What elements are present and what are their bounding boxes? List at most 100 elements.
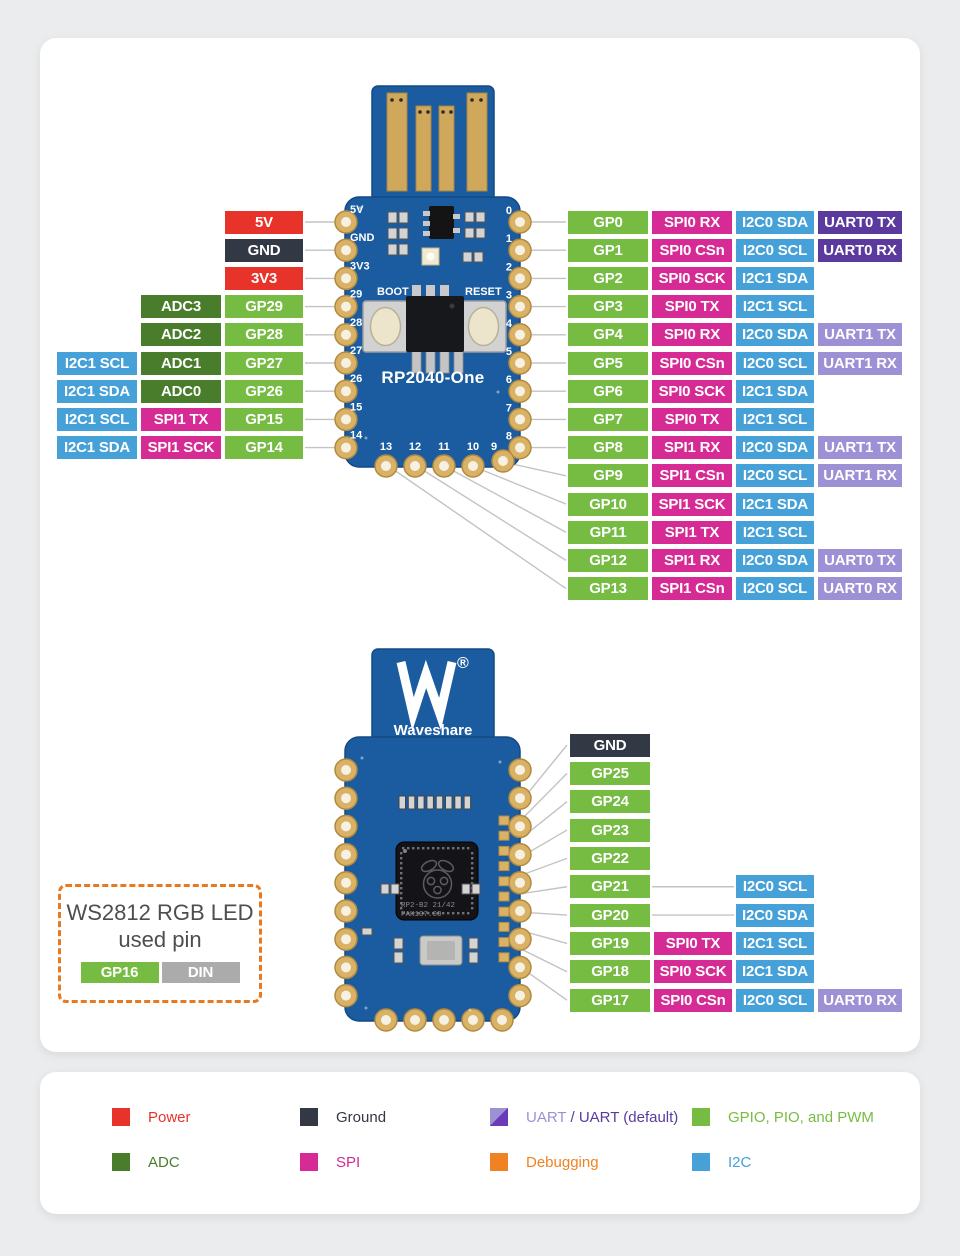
badge-spi1-sck: SPI1 SCK: [141, 436, 221, 459]
badge-gp8: GP8: [568, 436, 648, 459]
legend-swatch-gpio-pio-and-pwm: [692, 1108, 710, 1126]
badge-spi1-csn: SPI1 CSn: [652, 464, 732, 487]
badge-i2c0-sda: I2C0 SDA: [736, 211, 814, 234]
badge-gp10: GP10: [568, 493, 648, 516]
legend-label-power: Power: [148, 1109, 191, 1126]
ws2812-note-line2: used pin: [118, 927, 202, 952]
badge-i2c0-sda: I2C0 SDA: [736, 904, 814, 927]
badge-i2c1-sda: I2C1 SDA: [736, 267, 814, 290]
badge-gp9: GP9: [568, 464, 648, 487]
legend-card: [40, 1072, 920, 1214]
badge-spi1-tx: SPI1 TX: [141, 408, 221, 431]
badge-gp28: GP28: [225, 323, 303, 346]
badge-gp24: GP24: [570, 790, 650, 813]
legend-swatch-i2c: [692, 1153, 710, 1171]
legend-label-ground: Ground: [336, 1109, 387, 1126]
badge-i2c1-scl: I2C1 SCL: [736, 521, 814, 544]
badge-uart0-rx: UART0 RX: [818, 989, 902, 1012]
badge-spi0-csn: SPI0 CSn: [654, 989, 732, 1012]
badge-i2c1-sda: I2C1 SDA: [736, 493, 814, 516]
badge-gp21: GP21: [570, 875, 650, 898]
badge-spi1-csn: SPI1 CSn: [652, 577, 732, 600]
badge-gp25: GP25: [570, 762, 650, 785]
badge-spi0-rx: SPI0 RX: [652, 323, 732, 346]
badge-gp7: GP7: [568, 408, 648, 431]
badge-gp11: GP11: [568, 521, 648, 544]
badge-5v: 5V: [225, 211, 303, 234]
badge-adc3: ADC3: [141, 295, 221, 318]
badge-gp27: GP27: [225, 352, 303, 375]
badge-gp15: GP15: [225, 408, 303, 431]
badge-adc0: ADC0: [141, 380, 221, 403]
badge-spi1-rx: SPI1 RX: [652, 549, 732, 572]
badge-uart0-tx: UART0 TX: [818, 549, 902, 572]
legend-swatch-spi: [300, 1153, 318, 1171]
legend-swatch-ground: [300, 1108, 318, 1126]
legend-swatch-power: [112, 1108, 130, 1126]
badge-uart0-rx: UART0 RX: [818, 577, 902, 600]
badge-gp20: GP20: [570, 904, 650, 927]
badge-spi0-csn: SPI0 CSn: [652, 352, 732, 375]
badge-gp19: GP19: [570, 932, 650, 955]
badge-i2c0-scl: I2C0 SCL: [736, 464, 814, 487]
badge-spi1-rx: SPI1 RX: [652, 436, 732, 459]
badge-gp29: GP29: [225, 295, 303, 318]
badge-gp13: GP13: [568, 577, 648, 600]
badge-uart0-tx: UART0 TX: [818, 211, 902, 234]
badge-spi0-csn: SPI0 CSn: [652, 239, 732, 262]
legend-label-adc: ADC: [148, 1154, 180, 1171]
badge-i2c0-scl: I2C0 SCL: [736, 875, 814, 898]
badge-i2c0-sda: I2C0 SDA: [736, 549, 814, 572]
badge-gp2: GP2: [568, 267, 648, 290]
badge-uart1-rx: UART1 RX: [818, 352, 902, 375]
badge-spi0-rx: SPI0 RX: [652, 211, 732, 234]
badge-i2c0-sda: I2C0 SDA: [736, 323, 814, 346]
badge-i2c1-scl: I2C1 SCL: [57, 352, 137, 375]
badge-i2c0-scl: I2C0 SCL: [736, 989, 814, 1012]
legend-swatch-debugging: [490, 1153, 508, 1171]
badge-i2c0-sda: I2C0 SDA: [736, 436, 814, 459]
badge-gp22: GP22: [570, 847, 650, 870]
badge-spi1-tx: SPI1 TX: [652, 521, 732, 544]
badge-uart1-tx: UART1 TX: [818, 436, 902, 459]
badge-spi0-tx: SPI0 TX: [654, 932, 732, 955]
badge-gp17: GP17: [570, 989, 650, 1012]
badge-i2c1-sda: I2C1 SDA: [736, 380, 814, 403]
ws2812-badge-gp16: GP16: [80, 962, 159, 983]
badge-gnd: GND: [225, 239, 303, 262]
badge-spi0-sck: SPI0 SCK: [652, 267, 732, 290]
badge-uart1-rx: UART1 RX: [818, 464, 902, 487]
badge-gp1: GP1: [568, 239, 648, 262]
badge-spi0-tx: SPI0 TX: [652, 408, 732, 431]
badge-spi0-tx: SPI0 TX: [652, 295, 732, 318]
badge-spi0-sck: SPI0 SCK: [652, 380, 732, 403]
badge-i2c1-scl: I2C1 SCL: [57, 408, 137, 431]
badge-gp14: GP14: [225, 436, 303, 459]
ws2812-badge-din: DIN: [161, 962, 240, 983]
badge-gp3: GP3: [568, 295, 648, 318]
legend-label-uart-uart-default-: UART / UART (default): [526, 1109, 679, 1126]
badge-gp4: GP4: [568, 323, 648, 346]
badge-i2c1-scl: I2C1 SCL: [736, 408, 814, 431]
badge-i2c0-scl: I2C0 SCL: [736, 577, 814, 600]
badge-gp12: GP12: [568, 549, 648, 572]
badge-gp26: GP26: [225, 380, 303, 403]
badge-adc2: ADC2: [141, 323, 221, 346]
badge-spi1-sck: SPI1 SCK: [652, 493, 732, 516]
ws2812-note-line1: WS2812 RGB LED: [66, 900, 254, 925]
legend-swatch-adc: [112, 1153, 130, 1171]
legend-label-i2c: I2C: [728, 1154, 752, 1171]
legend-label-gpio-pio-and-pwm: GPIO, PIO, and PWM: [728, 1109, 874, 1126]
badge-i2c0-scl: I2C0 SCL: [736, 239, 814, 262]
legend-label-debugging: Debugging: [526, 1154, 599, 1171]
badge-3v3: 3V3: [225, 267, 303, 290]
badge-gp23: GP23: [570, 819, 650, 842]
badge-spi0-sck: SPI0 SCK: [654, 960, 732, 983]
badge-i2c1-sda: I2C1 SDA: [57, 380, 137, 403]
badge-uart0-rx: UART0 RX: [818, 239, 902, 262]
badge-adc1: ADC1: [141, 352, 221, 375]
legend-label-spi: SPI: [336, 1154, 361, 1171]
badge-gp6: GP6: [568, 380, 648, 403]
